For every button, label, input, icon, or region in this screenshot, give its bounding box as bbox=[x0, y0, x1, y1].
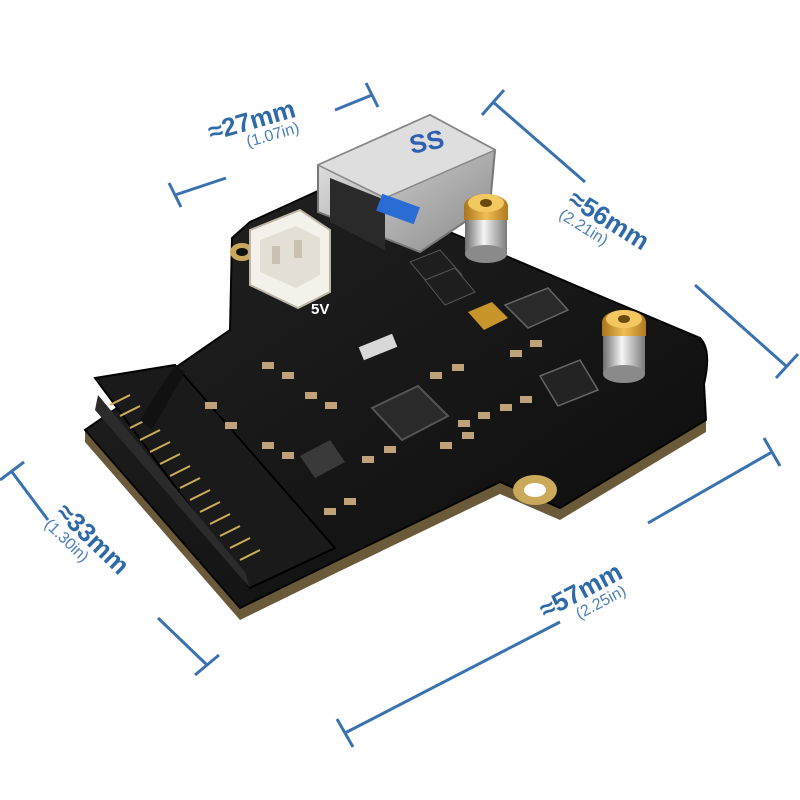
dim-line-top-a bbox=[174, 176, 227, 197]
dim-line-left-b bbox=[156, 616, 209, 667]
usb-port: SS bbox=[316, 113, 497, 254]
dim-line-right-b bbox=[694, 283, 787, 368]
mounting-hole bbox=[513, 475, 557, 505]
dim-line-top-b bbox=[334, 93, 373, 112]
components bbox=[205, 249, 600, 515]
dim-line-right-a bbox=[492, 100, 586, 184]
usb-logo: SS bbox=[406, 123, 446, 160]
dim-line-bottom-a bbox=[344, 620, 561, 735]
dimension-lines bbox=[0, 82, 800, 748]
jst-connector bbox=[249, 208, 331, 310]
dim-line-bottom-b bbox=[647, 450, 773, 525]
brass-standoff-2 bbox=[602, 310, 646, 383]
m2-connector bbox=[93, 363, 337, 590]
brass-standoff-1 bbox=[464, 194, 508, 263]
connector-label-5v: 5V bbox=[311, 301, 329, 318]
dim-line-left-a bbox=[10, 471, 50, 521]
